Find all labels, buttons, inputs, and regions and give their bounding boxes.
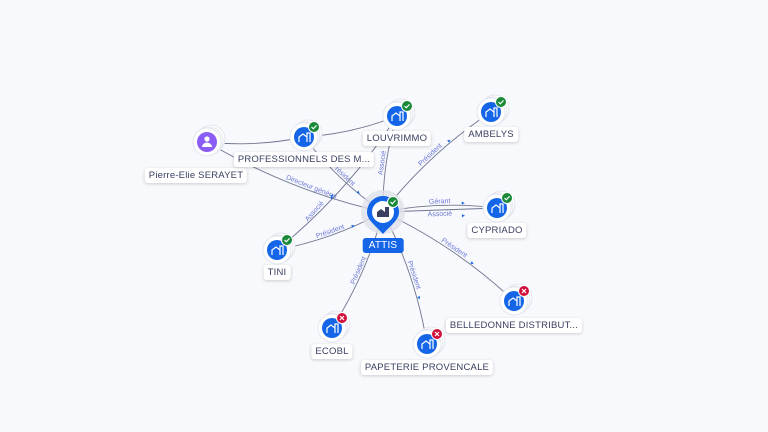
node-label[interactable]: PROFESSIONNELS DES M... — [233, 152, 375, 167]
node-label[interactable]: ECOBL — [311, 344, 353, 359]
node-prof[interactable] — [289, 119, 323, 152]
building-icon — [298, 132, 311, 142]
building-icon — [491, 203, 504, 213]
check-badge-icon — [281, 234, 293, 246]
arrow-icon — [447, 139, 451, 143]
node-label[interactable]: LOUVRIMMO — [362, 131, 432, 146]
edge-label: Associé — [428, 211, 453, 219]
check-badge-icon — [495, 96, 507, 108]
edge-label: Président — [417, 142, 443, 167]
node-pierre[interactable] — [192, 124, 226, 157]
node-label[interactable]: BELLEDONNE DISTRIBUT... — [445, 318, 583, 333]
arrow-icon — [461, 201, 465, 205]
close-badge-icon — [336, 312, 348, 324]
edge-label: Gérant — [429, 198, 451, 206]
node-papeterie[interactable] — [412, 326, 446, 359]
node-label[interactable]: ATTIS — [362, 238, 404, 253]
building-icon — [271, 245, 284, 255]
arrow-icon — [351, 224, 355, 228]
arrow-icon — [329, 194, 334, 198]
edge-label: Président — [440, 237, 468, 259]
check-badge-icon — [308, 121, 320, 133]
node-label[interactable]: PAPETERIE PROVENCALE — [360, 360, 494, 375]
close-badge-icon — [431, 328, 443, 340]
edge-label: Associé — [304, 200, 326, 223]
building-icon — [391, 111, 404, 121]
check-badge-icon — [501, 192, 513, 204]
node-label[interactable]: CYPRIADO — [467, 223, 527, 238]
node-label[interactable]: AMBELYS — [464, 127, 518, 142]
node-ambelys[interactable] — [476, 94, 510, 127]
arrow-icon — [417, 296, 421, 300]
check-badge-icon — [387, 196, 399, 208]
building-icon — [326, 323, 339, 333]
node-louvrimmo[interactable] — [382, 98, 416, 131]
edge-label: Directeur général — [285, 174, 338, 201]
building-icon — [485, 107, 498, 117]
building-icon — [508, 296, 521, 306]
close-badge-icon — [518, 285, 530, 297]
person-icon — [202, 136, 212, 147]
node-cypriado[interactable] — [482, 190, 516, 223]
edge-label: Président — [406, 260, 422, 290]
building-icon — [421, 339, 434, 349]
arrow-icon — [461, 214, 465, 218]
building-icon — [377, 207, 389, 217]
edge-label: Président — [350, 256, 368, 286]
arrow-icon — [470, 261, 474, 265]
edge-label: Associé — [377, 150, 387, 175]
node-label[interactable]: TINI — [263, 265, 291, 280]
node-belledonne[interactable] — [499, 283, 533, 316]
node-ecobl[interactable] — [317, 310, 351, 343]
node-tini[interactable] — [262, 232, 296, 265]
arrow-icon — [356, 190, 360, 194]
node-attis[interactable] — [361, 190, 405, 234]
check-badge-icon — [401, 100, 413, 112]
node-label[interactable]: Pierre-Elie SERAYET — [144, 168, 248, 183]
